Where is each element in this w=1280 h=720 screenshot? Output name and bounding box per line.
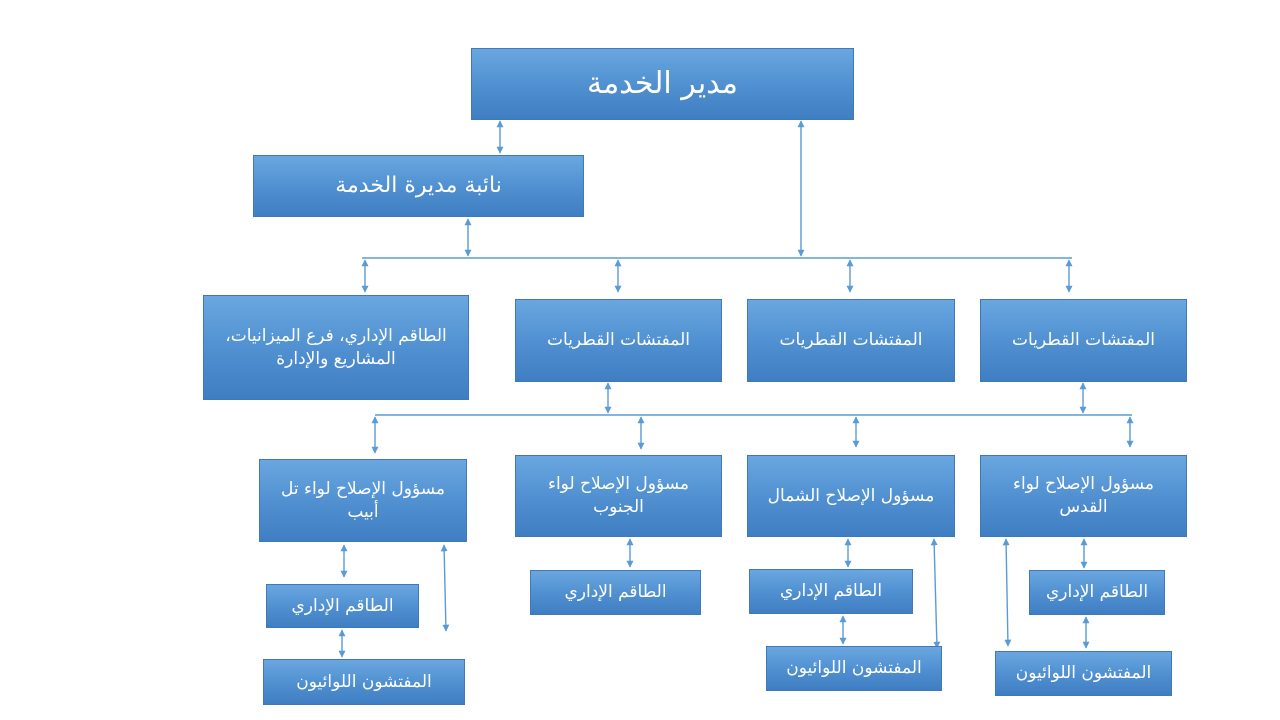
- connector-reform-jer-insp: [1002, 538, 1012, 647]
- node-reform-jerusalem: مسؤول الإصلاح لواء القدس: [980, 455, 1187, 537]
- node-district-inspectors-tel-aviv-label: المفتشون اللوائيون: [296, 671, 432, 692]
- node-reform-jerusalem-label: مسؤول الإصلاح لواء القدس: [1012, 474, 1155, 517]
- node-district-inspectorates-3: المفتشات القطريات: [980, 299, 1187, 382]
- node-admin-staff-budgets-label: الطاقم الإداري، فرع الميزانيات، المشاريع…: [225, 325, 447, 369]
- node-district-inspectorates-2-label: المفتشات القطريات: [779, 330, 923, 351]
- node-reform-south-label: مسؤول الإصلاح لواء الجنوب: [547, 474, 690, 517]
- node-admin-staff-south: الطاقم الإداري: [530, 570, 701, 615]
- node-reform-north-label: مسؤول الإصلاح الشمال: [767, 485, 935, 506]
- node-deputy-label: نائبة مديرة الخدمة: [335, 173, 502, 199]
- node-admin-staff-jerusalem: الطاقم الإداري: [1029, 570, 1165, 615]
- node-district-inspectors-north: المفتشون اللوائيون: [766, 646, 942, 691]
- node-admin-staff-south-label: الطاقم الإداري: [564, 582, 667, 603]
- node-admin-staff-north-label: الطاقم الإداري: [779, 581, 883, 602]
- node-admin-staff-north: الطاقم الإداري: [749, 569, 913, 614]
- node-reform-north: مسؤول الإصلاح الشمال: [747, 455, 955, 537]
- node-admin-staff-jerusalem-label: الطاقم الإداري: [1045, 582, 1149, 603]
- node-admin-staff-tel-aviv-label: الطاقم الإداري: [291, 595, 394, 616]
- connector-reform-north-insp: [930, 538, 941, 649]
- node-district-inspectorates-2: المفتشات القطريات: [747, 299, 955, 382]
- node-district-inspectors-jerusalem-label: المفتشون اللوائيون: [1015, 663, 1152, 684]
- node-district-inspectorates-3-label: المفتشات القطريات: [1012, 330, 1155, 351]
- node-district-inspectors-north-label: المفتشون اللوائيون: [786, 658, 922, 679]
- node-district-inspectorates-1-label: المفتشات القطريات: [547, 330, 690, 351]
- node-director-label: مدير الخدمة: [587, 65, 738, 101]
- connector-reform-ta-insp: [440, 544, 450, 632]
- node-district-inspectors-tel-aviv: المفتشون اللوائيون: [263, 659, 465, 705]
- node-admin-staff-budgets: الطاقم الإداري، فرع الميزانيات، المشاريع…: [203, 295, 469, 400]
- node-reform-south: مسؤول الإصلاح لواء الجنوب: [515, 455, 722, 537]
- node-reform-tel-aviv: مسؤول الإصلاح لواء تل أبيب: [259, 459, 467, 542]
- node-reform-tel-aviv-label: مسؤول الإصلاح لواء تل أبيب: [280, 478, 446, 522]
- node-district-inspectorates-1: المفتشات القطريات: [515, 299, 722, 382]
- node-admin-staff-tel-aviv: الطاقم الإداري: [266, 584, 419, 628]
- node-director: مدير الخدمة: [471, 48, 854, 120]
- node-district-inspectors-jerusalem: المفتشون اللوائيون: [995, 651, 1172, 696]
- node-deputy: نائبة مديرة الخدمة: [253, 155, 584, 217]
